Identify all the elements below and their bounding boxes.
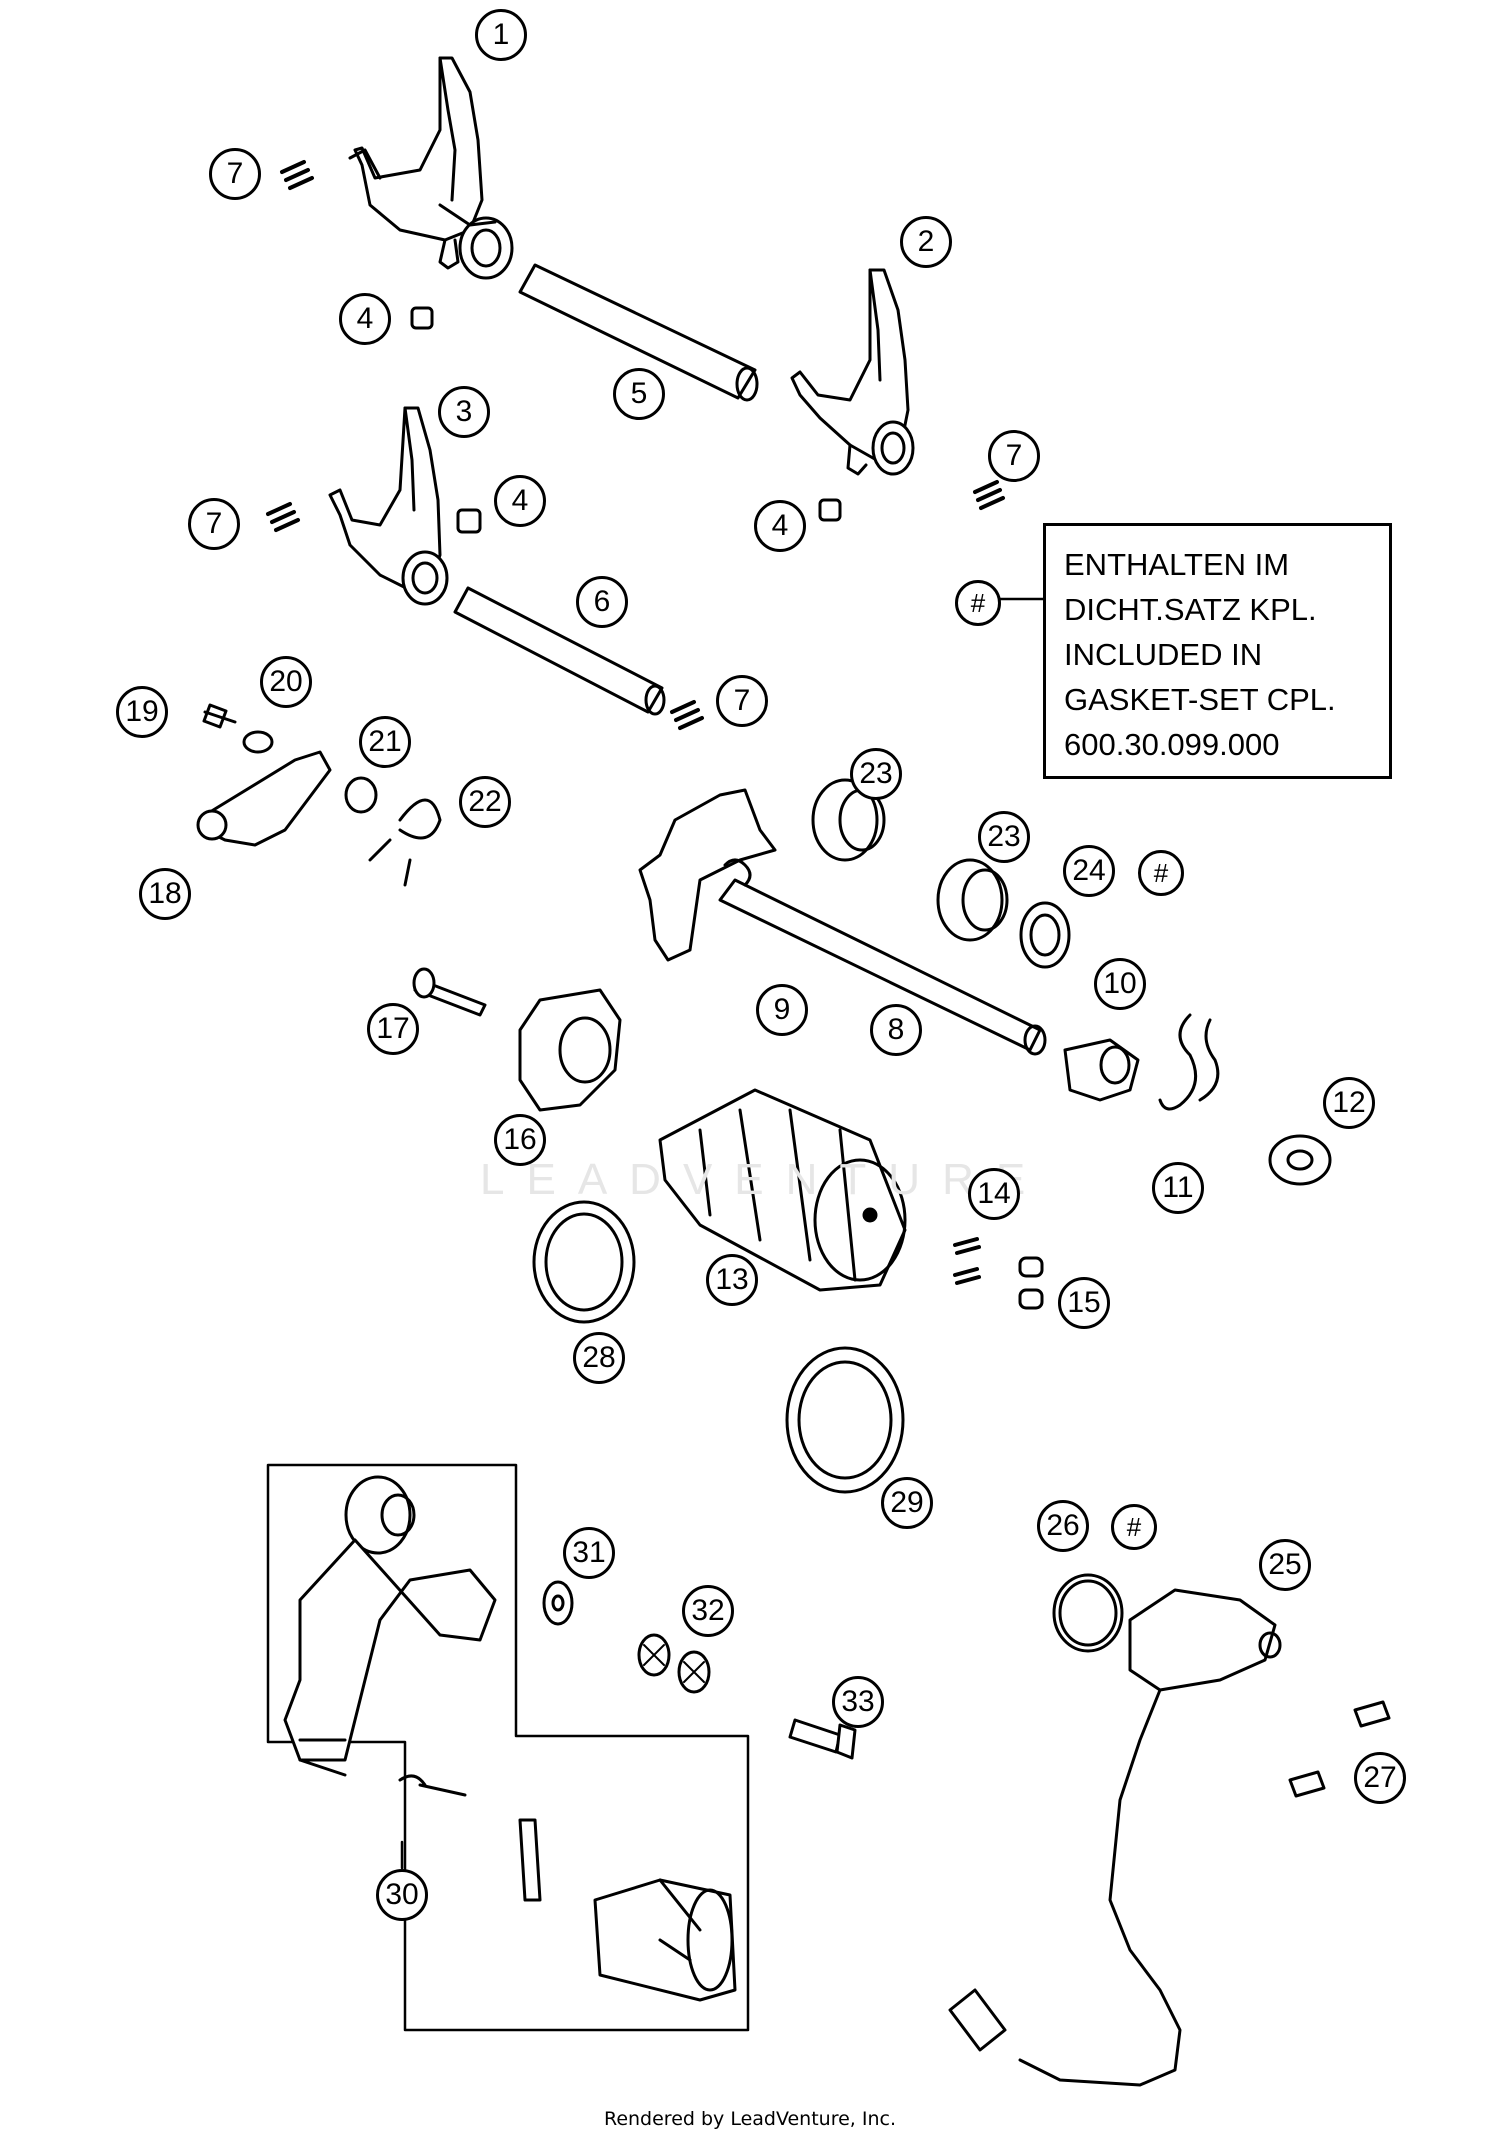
callout-11: 11 (1152, 1162, 1204, 1214)
callout-33: 33 (832, 1676, 884, 1728)
callout-32: 32 (682, 1585, 734, 1637)
callout-3: 3 (438, 386, 490, 438)
callout-22: 22 (459, 776, 511, 828)
watermark: LEADVENTURE (480, 1155, 1048, 1204)
callout-8: 8 (870, 1004, 922, 1056)
needle-bearings-23 (811, 778, 1009, 942)
callout-5: 5 (613, 368, 665, 420)
render-credit: Rendered by LeadVenture, Inc. (603, 2108, 897, 2130)
detent-lever-assembly (196, 703, 442, 887)
callout-12: 12 (1323, 1077, 1375, 1129)
shift-rod-5 (518, 263, 759, 402)
o-ring-26 (1052, 1573, 1124, 1653)
callout-15: 15 (1058, 1277, 1110, 1329)
callout-10: 10 (1094, 958, 1146, 1010)
callout-16: 16 (494, 1114, 546, 1166)
callout-7b: 7 (188, 498, 240, 550)
pins-15b (1018, 1288, 1044, 1310)
bolts-27 (1288, 1700, 1391, 1798)
note-line-2: DICHT.SATZ KPL. (1064, 592, 1317, 627)
shift-cam-16 (518, 988, 622, 1112)
callout-26-hash: # (1111, 1504, 1157, 1550)
callout-7c: 7 (988, 430, 1040, 482)
pin-4a (410, 306, 434, 330)
callout-4b: 4 (494, 475, 546, 527)
gasket-set-note: ENTHALTEN IM DICHT.SATZ KPL. INCLUDED IN… (1043, 523, 1392, 779)
shift-fork-3 (328, 406, 449, 606)
callout-26: 26 (1037, 1500, 1089, 1552)
callout-18: 18 (139, 868, 191, 920)
shift-rod-6 (453, 586, 666, 716)
callout-1: 1 (475, 9, 527, 61)
callout-9: 9 (756, 984, 808, 1036)
washer-31 (542, 1580, 574, 1626)
note-line-3: INCLUDED IN (1064, 637, 1263, 672)
clip-11 (1158, 1013, 1220, 1111)
locking-plate-10 (1063, 1038, 1140, 1102)
callout-23a: 23 (850, 748, 902, 800)
springs-7 (266, 160, 1005, 730)
callout-6: 6 (576, 576, 628, 628)
callout-20: 20 (260, 656, 312, 708)
callout-23b: 23 (978, 811, 1030, 863)
callout-24: 24 (1063, 845, 1115, 897)
shift-drum-13 (658, 1088, 907, 1292)
sensor-25 (948, 1588, 1282, 2087)
callout-7a: 7 (209, 148, 261, 200)
callout-7d: 7 (716, 675, 768, 727)
washer-12 (1268, 1134, 1332, 1186)
callout-2: 2 (900, 216, 952, 268)
pins-15a (1018, 1256, 1044, 1278)
callout-30: 30 (376, 1869, 428, 1921)
callout-28: 28 (573, 1332, 625, 1384)
callout-25: 25 (1259, 1539, 1311, 1591)
callout-27: 27 (1354, 1752, 1406, 1804)
leader-lines (400, 597, 1045, 1870)
bolt-17 (412, 967, 487, 1017)
selector-shaft-8 (638, 788, 1047, 1056)
bolt-33 (788, 1718, 857, 1760)
note-line-4: GASKET-SET CPL. (1064, 682, 1336, 717)
callout-14: 14 (968, 1168, 1020, 1220)
callout-21: 21 (359, 716, 411, 768)
callout-4c: 4 (754, 500, 806, 552)
bearing-28 (532, 1200, 636, 1324)
note-line-5: 600.30.099.000 (1064, 727, 1280, 762)
lock-washers-32 (637, 1633, 711, 1694)
callout-19: 19 (116, 686, 168, 738)
seal-ring-24 (1019, 901, 1071, 969)
note-line-1: ENTHALTEN IM (1064, 547, 1290, 582)
callout-24-hash: # (1138, 850, 1184, 896)
bearing-29 (785, 1346, 905, 1494)
springs-14 (953, 1237, 981, 1285)
callout-hash-note: # (955, 580, 1001, 626)
pin-4c (818, 498, 842, 522)
shift-lever-30 (283, 1475, 737, 2002)
shift-fork-2 (790, 268, 915, 476)
callout-29: 29 (881, 1477, 933, 1529)
callout-17: 17 (367, 1003, 419, 1055)
pin-4b (456, 508, 482, 534)
shift-fork-1 (348, 56, 514, 280)
callout-13: 13 (706, 1254, 758, 1306)
callout-4a: 4 (339, 293, 391, 345)
callout-31: 31 (563, 1527, 615, 1579)
